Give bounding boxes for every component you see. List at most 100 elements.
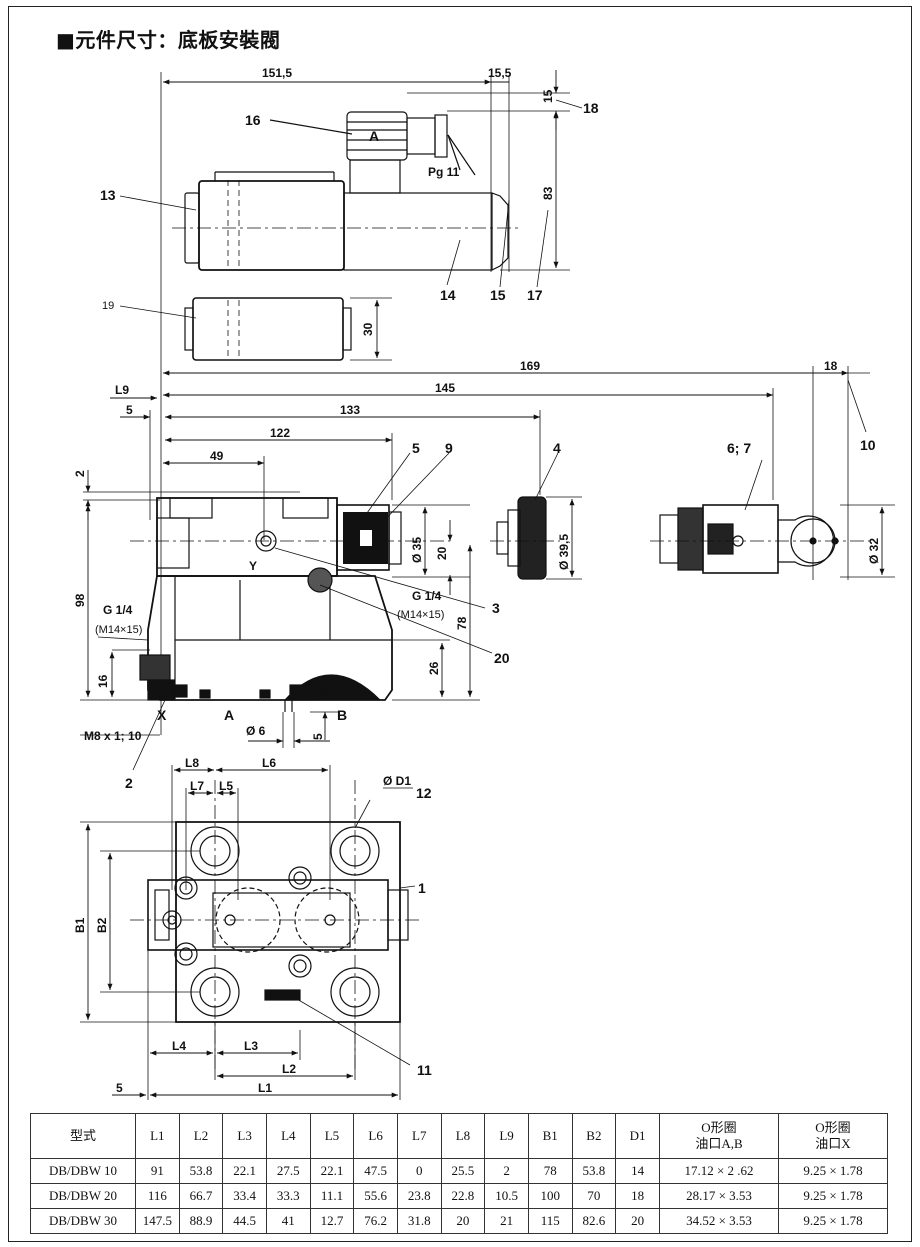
- dim-16: 16: [96, 674, 110, 688]
- value-cell: 22.1: [309, 1158, 355, 1184]
- callout-3: 3: [492, 600, 500, 616]
- dim-49: 49: [210, 449, 224, 463]
- plan-view: [130, 780, 420, 1070]
- page-title: ■元件尺寸：底板安裝閥: [56, 28, 281, 52]
- header-L1: L1: [135, 1113, 180, 1159]
- callout-9: 9: [445, 440, 453, 456]
- cover-view: [119, 297, 392, 361]
- label-m8: M8 x 1; 10: [84, 729, 142, 743]
- dim-151-5: 151,5: [262, 66, 292, 80]
- callout-2: 2: [125, 775, 133, 791]
- label-m14-left: (M14×15): [95, 624, 142, 636]
- dim-5-port: 5: [311, 733, 325, 740]
- callout-15: 15: [490, 287, 506, 303]
- header-D1: D1: [615, 1113, 660, 1159]
- dim-133: 133: [340, 403, 360, 417]
- value-cell: 17.12 × 2 .62: [659, 1158, 779, 1184]
- value-cell: 78: [527, 1158, 573, 1184]
- value-cell: 28.17 × 3.53: [659, 1183, 779, 1209]
- dim-145: 145: [435, 381, 455, 395]
- value-cell: 41: [265, 1208, 311, 1234]
- value-cell: 147.5: [135, 1208, 180, 1234]
- dim-83: 83: [541, 186, 555, 200]
- value-cell: 22.1: [222, 1158, 267, 1184]
- dim-dia-35: Ø 35: [410, 537, 424, 563]
- header-L2: L2: [178, 1113, 224, 1159]
- dim-5-top: 5: [126, 403, 133, 417]
- dim-L3: L3: [244, 1039, 258, 1053]
- dim-B2: B2: [95, 917, 109, 933]
- table-header-row: 型式 L1 L2 L3 L4 L5 L6 L7 L8 L9 B1 B2 D1 O…: [30, 1113, 888, 1159]
- callout-10: 10: [860, 437, 876, 453]
- dim-L9: L9: [115, 383, 129, 397]
- value-cell: 115: [527, 1208, 573, 1234]
- dimension-table: 型式 L1 L2 L3 L4 L5 L6 L7 L8 L9 B1 B2 D1 O…: [30, 1113, 888, 1234]
- header-oring-x-line2: 油口X: [815, 1136, 851, 1151]
- value-cell: 0: [396, 1158, 442, 1184]
- valve-side-view: [130, 497, 450, 712]
- value-cell: 9.25 × 1.78: [778, 1183, 888, 1209]
- value-cell: 25.5: [440, 1158, 486, 1184]
- value-cell: 91: [135, 1158, 180, 1184]
- value-cell: 33.4: [222, 1183, 267, 1209]
- callout-5: 5: [412, 440, 420, 456]
- header-L6: L6: [353, 1113, 398, 1159]
- label-pg11: Pg 11: [428, 165, 460, 179]
- header-B1: B1: [527, 1113, 573, 1159]
- dim-15-5: 15,5: [488, 66, 512, 80]
- value-cell: 76.2: [353, 1208, 398, 1234]
- header-B2: B2: [571, 1113, 617, 1159]
- callout-11: 11: [417, 1062, 432, 1078]
- header-L4: L4: [265, 1113, 311, 1159]
- port-X: X: [157, 707, 167, 723]
- header-L9: L9: [484, 1113, 529, 1159]
- value-cell: 33.3: [265, 1183, 311, 1209]
- header-oring-x: O形圈 油口X: [778, 1113, 888, 1159]
- value-cell: 21: [484, 1208, 529, 1234]
- dim-dia-39-5: Ø 39,5: [557, 534, 571, 570]
- solenoid-view: [172, 111, 520, 271]
- value-cell: 12.7: [309, 1208, 355, 1234]
- port-A: A: [224, 707, 234, 723]
- value-cell: 20: [440, 1208, 486, 1234]
- callout-6-7: 6; 7: [727, 440, 751, 456]
- value-cell: 27.5: [265, 1158, 311, 1184]
- header-model: 型式: [30, 1113, 136, 1159]
- callout-13: 13: [100, 187, 116, 203]
- callout-16: 16: [245, 112, 261, 128]
- model-cell: DB/DBW 10: [30, 1158, 136, 1184]
- callout-19: 19: [102, 300, 114, 312]
- header-L7: L7: [396, 1113, 442, 1159]
- value-cell: 82.6: [571, 1208, 617, 1234]
- value-cell: 31.8: [396, 1208, 442, 1234]
- value-cell: 44.5: [222, 1208, 267, 1234]
- dim-2: 2: [73, 470, 87, 477]
- callout-12: 12: [416, 785, 432, 801]
- dim-26: 26: [427, 661, 441, 675]
- label-g14-right: G 1/4: [412, 589, 442, 603]
- model-cell: DB/DBW 20: [30, 1183, 136, 1209]
- dim-L8: L8: [185, 756, 199, 770]
- coil-label-A: A: [369, 128, 379, 144]
- dim-D1: Ø D1: [383, 774, 411, 788]
- port-B: B: [337, 707, 347, 723]
- value-cell: 14: [615, 1158, 660, 1184]
- key-adjuster-view: [650, 459, 895, 578]
- value-cell: 53.8: [571, 1158, 617, 1184]
- header-L8: L8: [440, 1113, 486, 1159]
- dim-L6: L6: [262, 756, 276, 770]
- dim-B1: B1: [73, 917, 87, 933]
- value-cell: 9.25 × 1.78: [778, 1158, 888, 1184]
- value-cell: 66.7: [178, 1183, 224, 1209]
- callout-4: 4: [553, 440, 561, 456]
- port-labels: A Pg 11 Y G 1/4 (M14×15) G 1/4 (M14×15) …: [84, 128, 460, 743]
- value-cell: 22.8: [440, 1183, 486, 1209]
- knob-view: [490, 452, 582, 580]
- dim-30: 30: [361, 322, 375, 336]
- label-g14-left: G 1/4: [103, 603, 133, 617]
- value-cell: 20: [615, 1208, 660, 1234]
- dimension-values: 151,5 15,5 15 83 30 169 18 145 133 122 4…: [73, 66, 881, 1095]
